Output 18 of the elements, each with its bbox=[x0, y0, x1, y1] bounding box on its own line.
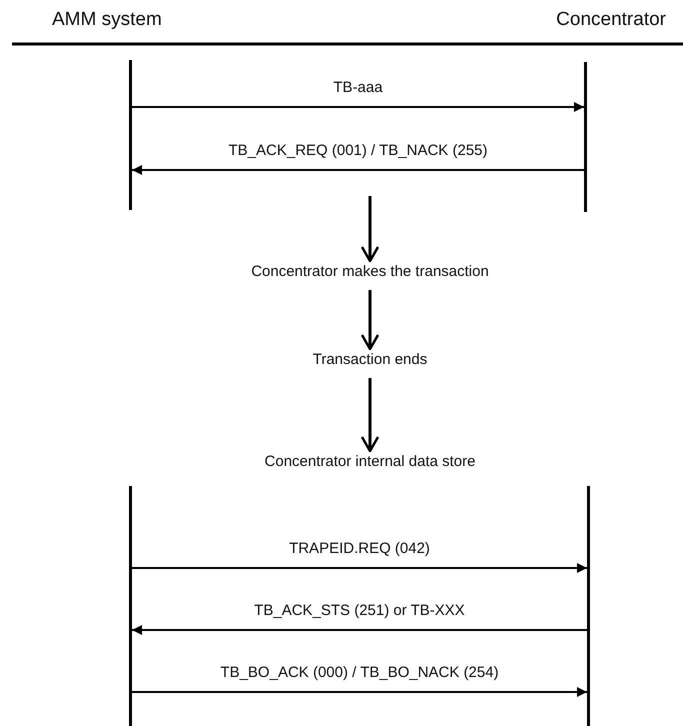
arrow bbox=[360, 290, 380, 350]
arrow bbox=[360, 196, 380, 262]
lifeline bbox=[129, 486, 132, 726]
arrow bbox=[132, 687, 587, 697]
edge-label: TB_BO_ACK (000) / TB_BO_NACK (254) bbox=[218, 663, 501, 682]
arrow bbox=[132, 102, 584, 112]
participant-label: Concentrator bbox=[500, 8, 666, 34]
lifeline bbox=[129, 60, 132, 210]
arrow bbox=[132, 165, 584, 175]
edge-label: TB_ACK_REQ (001) / TB_NACK (255) bbox=[226, 141, 490, 160]
edge-label: TB_ACK_STS (251) or TB-XXX bbox=[252, 601, 467, 620]
edge-label: TRAPEID.REQ (042) bbox=[287, 539, 432, 558]
arrow bbox=[360, 378, 380, 452]
lifeline bbox=[587, 486, 590, 726]
lifeline bbox=[584, 62, 587, 212]
participant-label: AMM system bbox=[52, 8, 212, 34]
arrow bbox=[132, 563, 587, 573]
arrow bbox=[132, 625, 587, 635]
